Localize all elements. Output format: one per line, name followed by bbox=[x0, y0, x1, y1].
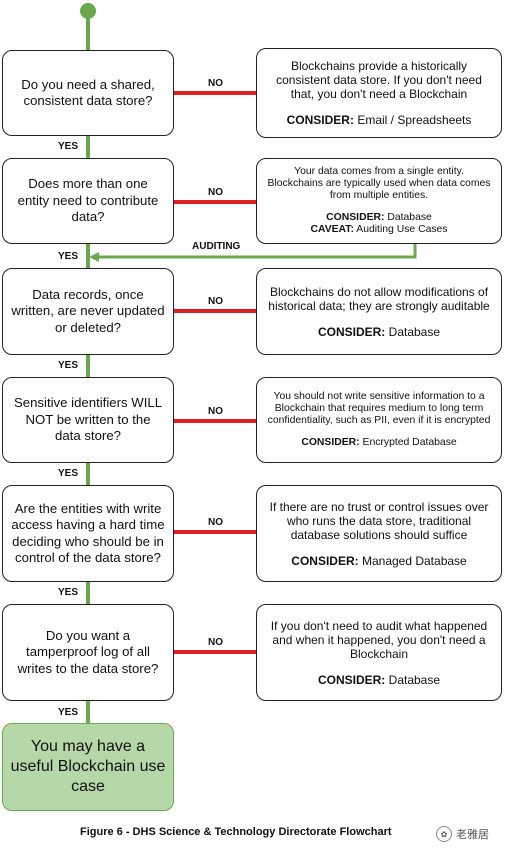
question-box-sensitive-identifiers: Sensitive identifiers WILL NOT be writte… bbox=[2, 377, 174, 463]
consider-label: CONSIDER: bbox=[317, 672, 386, 687]
yes-label: YES bbox=[58, 468, 79, 479]
yes-connector bbox=[86, 136, 90, 158]
info-box-tamperproof-log: If you don't need to audit what happened… bbox=[256, 604, 502, 701]
yes-connector bbox=[86, 701, 90, 723]
yes-connector bbox=[86, 18, 90, 50]
question-text: Are the entities with write access havin… bbox=[11, 500, 165, 566]
yes-connector bbox=[86, 355, 90, 377]
yes-label: YES bbox=[58, 587, 79, 598]
info-text: Blockchains do not allow modifications o… bbox=[268, 284, 490, 313]
question-box-control-dispute: Are the entities with write access havin… bbox=[2, 485, 174, 582]
consider-value: Database bbox=[388, 672, 441, 687]
consider-line: CONSIDER: Database bbox=[326, 212, 432, 224]
auditing-label: AUDITING bbox=[192, 241, 241, 252]
final-outcome-box: You may have a useful Blockchain use cas… bbox=[2, 723, 174, 811]
question-text: Does more than one entity need to contri… bbox=[17, 176, 159, 225]
figure-caption: Figure 6 - DHS Science & Technology Dire… bbox=[80, 826, 392, 838]
question-box-shared-data: Do you need a shared, consistent data st… bbox=[2, 50, 174, 136]
no-label: NO bbox=[208, 517, 223, 528]
caveat-label: CAVEAT: bbox=[310, 224, 354, 235]
consider-line: CONSIDER: Managed Database bbox=[291, 554, 466, 568]
yes-connector bbox=[86, 244, 90, 268]
info-text: You should not write sensitive informati… bbox=[267, 391, 491, 426]
consider-line: CONSIDER: Encrypted Database bbox=[301, 437, 456, 449]
consider-value: Database bbox=[387, 212, 432, 223]
consider-line: CONSIDER: Email / Spreadsheets bbox=[287, 113, 472, 127]
consider-value: Email / Spreadsheets bbox=[357, 113, 472, 127]
consider-label: CONSIDER: bbox=[286, 113, 354, 127]
consider-value: Managed Database bbox=[361, 553, 467, 568]
consider-label: CONSIDER: bbox=[326, 212, 385, 223]
info-box-shared-data: Blockchains provide a historically consi… bbox=[256, 48, 502, 138]
yes-label: YES bbox=[58, 360, 79, 371]
watermark-text: 老雅居 bbox=[456, 829, 489, 841]
no-label: NO bbox=[208, 637, 223, 648]
yes-label: YES bbox=[58, 251, 79, 262]
no-connector bbox=[174, 650, 256, 654]
consider-line: CONSIDER: Database bbox=[318, 325, 440, 339]
question-text: Data records, once written, are never up… bbox=[11, 286, 165, 335]
no-connector bbox=[174, 419, 256, 423]
info-box-multiple-entities: Your data comes from a single entity. Bl… bbox=[256, 158, 502, 244]
info-text: If there are no trust or control issues … bbox=[269, 499, 489, 542]
no-connector bbox=[174, 309, 256, 313]
yes-connector bbox=[86, 582, 90, 604]
question-text: Sensitive identifiers WILL NOT be writte… bbox=[13, 395, 163, 444]
yes-label: YES bbox=[58, 141, 79, 152]
no-connector bbox=[174, 200, 256, 204]
start-node bbox=[80, 3, 96, 19]
caveat-value: Auditing Use Cases bbox=[356, 224, 448, 235]
consider-label: CONSIDER: bbox=[301, 437, 360, 448]
info-box-sensitive-identifiers: You should not write sensitive informati… bbox=[256, 377, 502, 463]
info-text: Your data comes from a single entity. Bl… bbox=[267, 166, 491, 201]
no-connector bbox=[174, 91, 256, 95]
consider-label: CONSIDER: bbox=[317, 324, 386, 339]
watermark-logo-icon: ✿ bbox=[436, 826, 452, 842]
question-box-tamperproof-log: Do you want a tamperproof log of all wri… bbox=[2, 604, 174, 701]
consider-label: CONSIDER: bbox=[291, 553, 359, 568]
yes-connector bbox=[86, 463, 90, 485]
consider-line: CONSIDER: Database bbox=[318, 673, 440, 687]
info-box-immutable-records: Blockchains do not allow modifications o… bbox=[256, 268, 502, 355]
info-box-control-dispute: If there are no trust or control issues … bbox=[256, 485, 502, 582]
info-text: Blockchains provide a historically consi… bbox=[276, 59, 482, 101]
yes-label: YES bbox=[58, 707, 79, 718]
final-outcome-text: You may have a useful Blockchain use cas… bbox=[10, 738, 166, 795]
question-text: Do you want a tamperproof log of all wri… bbox=[17, 627, 159, 676]
question-box-immutable-records: Data records, once written, are never up… bbox=[2, 268, 174, 355]
watermark: ✿ 老雅居 bbox=[436, 826, 489, 842]
question-text: Do you need a shared, consistent data st… bbox=[21, 76, 155, 109]
consider-value: Encrypted Database bbox=[362, 437, 457, 448]
info-text: If you don't need to audit what happened… bbox=[270, 618, 488, 661]
no-label: NO bbox=[208, 187, 223, 198]
consider-value: Database bbox=[388, 324, 441, 339]
question-box-multiple-entities: Does more than one entity need to contri… bbox=[2, 158, 174, 244]
no-label: NO bbox=[208, 296, 223, 307]
no-label: NO bbox=[208, 406, 223, 417]
no-label: NO bbox=[208, 78, 223, 89]
no-connector bbox=[174, 530, 256, 534]
caveat-line: CAVEAT: Auditing Use Cases bbox=[310, 224, 447, 236]
